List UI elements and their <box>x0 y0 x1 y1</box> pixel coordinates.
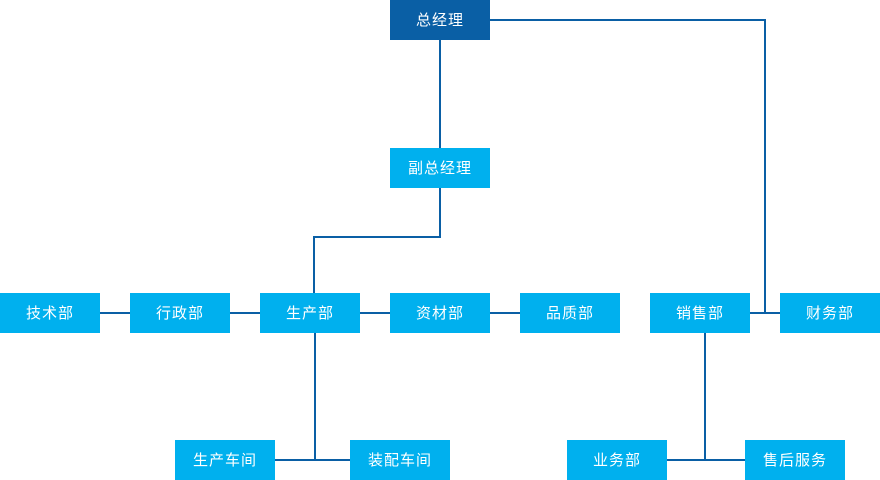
connector-dept-row-tech-admin <box>100 312 130 314</box>
connector-dept-row-mat-qual <box>490 312 520 314</box>
connector-dept-row-sales-fin <box>750 312 780 314</box>
org-node-sales-dept[interactable]: 销售部 <box>650 293 750 333</box>
org-node-label: 行政部 <box>155 304 204 322</box>
org-node-after-sales-service[interactable]: 售后服务 <box>745 440 845 480</box>
connector-gm-right-down-to-finance <box>764 19 766 313</box>
org-node-administration-dept[interactable]: 行政部 <box>130 293 230 333</box>
org-node-label: 财务部 <box>805 304 854 322</box>
org-node-finance-dept[interactable]: 财务部 <box>780 293 880 333</box>
org-node-label: 技术部 <box>25 304 74 322</box>
org-node-label: 总经理 <box>415 11 464 29</box>
org-node-label: 装配车间 <box>367 451 432 469</box>
connector-gm-down-to-deputy <box>439 40 441 148</box>
org-node-label: 销售部 <box>675 304 724 322</box>
org-node-assembly-workshop[interactable]: 装配车间 <box>350 440 450 480</box>
org-node-materials-dept[interactable]: 资材部 <box>390 293 490 333</box>
org-node-label: 业务部 <box>592 451 641 469</box>
org-node-label: 售后服务 <box>762 451 827 469</box>
org-node-general-manager[interactable]: 总经理 <box>390 0 490 40</box>
connector-workshop-row <box>275 459 350 461</box>
connector-dept-row-admin-prod <box>230 312 260 314</box>
connector-sales-down <box>704 333 706 460</box>
connector-deputy-elbow-left <box>313 236 441 238</box>
connector-production-down <box>314 333 316 460</box>
connector-deputy-down <box>439 188 441 237</box>
org-node-label: 生产部 <box>285 304 334 322</box>
org-node-production-workshop[interactable]: 生产车间 <box>175 440 275 480</box>
org-node-label: 副总经理 <box>407 159 472 177</box>
org-node-quality-dept[interactable]: 品质部 <box>520 293 620 333</box>
org-node-production-dept[interactable]: 生产部 <box>260 293 360 333</box>
connector-gm-right-branch <box>490 19 765 21</box>
org-node-business-dept[interactable]: 业务部 <box>567 440 667 480</box>
org-node-label: 品质部 <box>545 304 594 322</box>
org-node-technology-dept[interactable]: 技术部 <box>0 293 100 333</box>
org-node-label: 生产车间 <box>192 451 257 469</box>
org-node-deputy-manager[interactable]: 副总经理 <box>390 148 490 188</box>
connector-sales-sub-row <box>667 459 745 461</box>
connector-deputy-elbow-down <box>313 236 315 294</box>
connector-dept-row-prod-mat <box>360 312 390 314</box>
org-node-label: 资材部 <box>415 304 464 322</box>
